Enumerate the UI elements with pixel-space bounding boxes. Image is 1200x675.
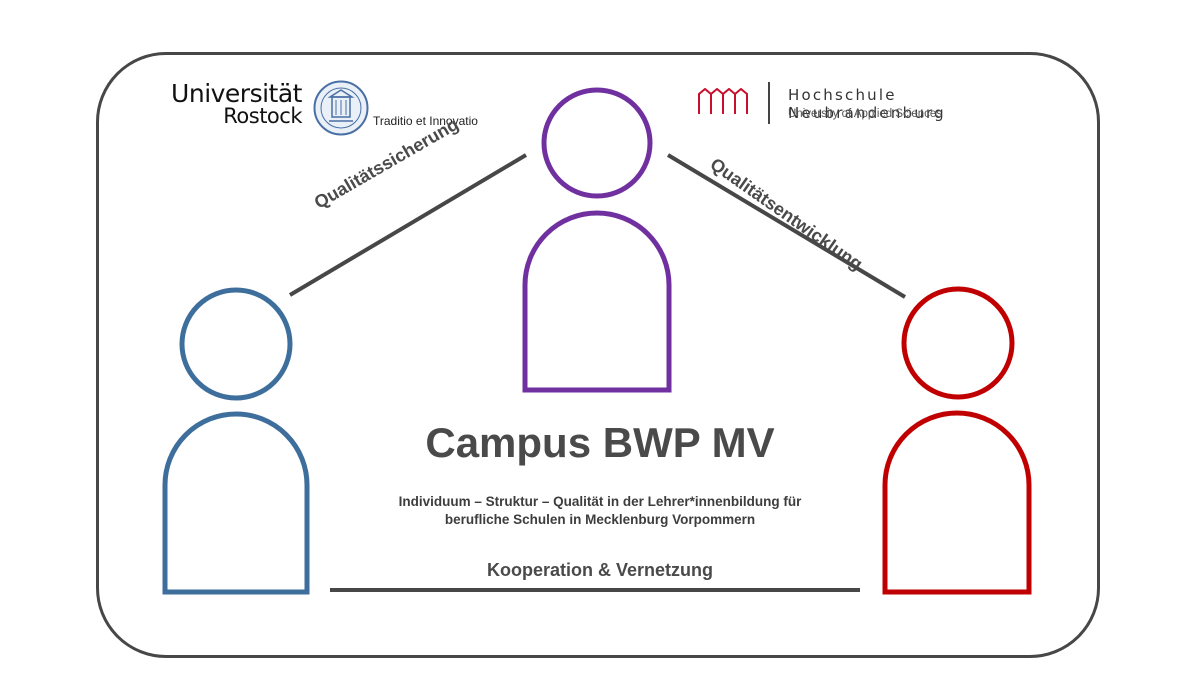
- diagram-subtitle: Individuum – Struktur – Qualität in der …: [330, 493, 870, 529]
- person-left: [162, 287, 310, 595]
- hochschule-name: Hochschule Neubrandenburg: [788, 86, 946, 122]
- person-right-body: [882, 410, 1032, 595]
- connector-left-top: [288, 153, 528, 297]
- diagram-subtitle-line2: berufliche Schulen in Mecklenburg Vorpom…: [444, 512, 756, 527]
- rounded-frame: [96, 52, 1100, 658]
- hs-building-mark-icon: [698, 88, 748, 114]
- person-center-head: [541, 87, 653, 199]
- diagram-subtitle-line1: Individuum – Struktur – Qualität in der …: [398, 494, 802, 509]
- university-motto: Traditio et Innovatio: [373, 114, 478, 128]
- person-center-body: [522, 210, 672, 393]
- diagram-title: Campus BWP MV: [425, 419, 775, 466]
- university-rostock-wordmark: Universität Rostock: [166, 79, 302, 128]
- university-seal-icon: [313, 80, 369, 136]
- university-name-line2: Rostock: [223, 104, 302, 128]
- university-name-line1: Universität: [171, 79, 302, 108]
- person-left-head: [179, 287, 293, 401]
- person-right: [882, 286, 1032, 595]
- person-center: [522, 87, 672, 393]
- person-left-body: [162, 411, 310, 595]
- label-kooperation-vernetzung: Kooperation & Vernetzung: [486, 560, 713, 580]
- logo-divider: [768, 82, 770, 124]
- hochschule-subtitle: University of Applied Sciences: [788, 108, 943, 120]
- connector-top-right: [666, 153, 907, 299]
- person-right-head: [901, 286, 1015, 400]
- university-rostock-logo: Universität Rostock Traditio et Innovati…: [166, 80, 486, 140]
- hochschule-neubrandenburg-logo: Hochschule Neubrandenburg University of …: [698, 80, 1058, 128]
